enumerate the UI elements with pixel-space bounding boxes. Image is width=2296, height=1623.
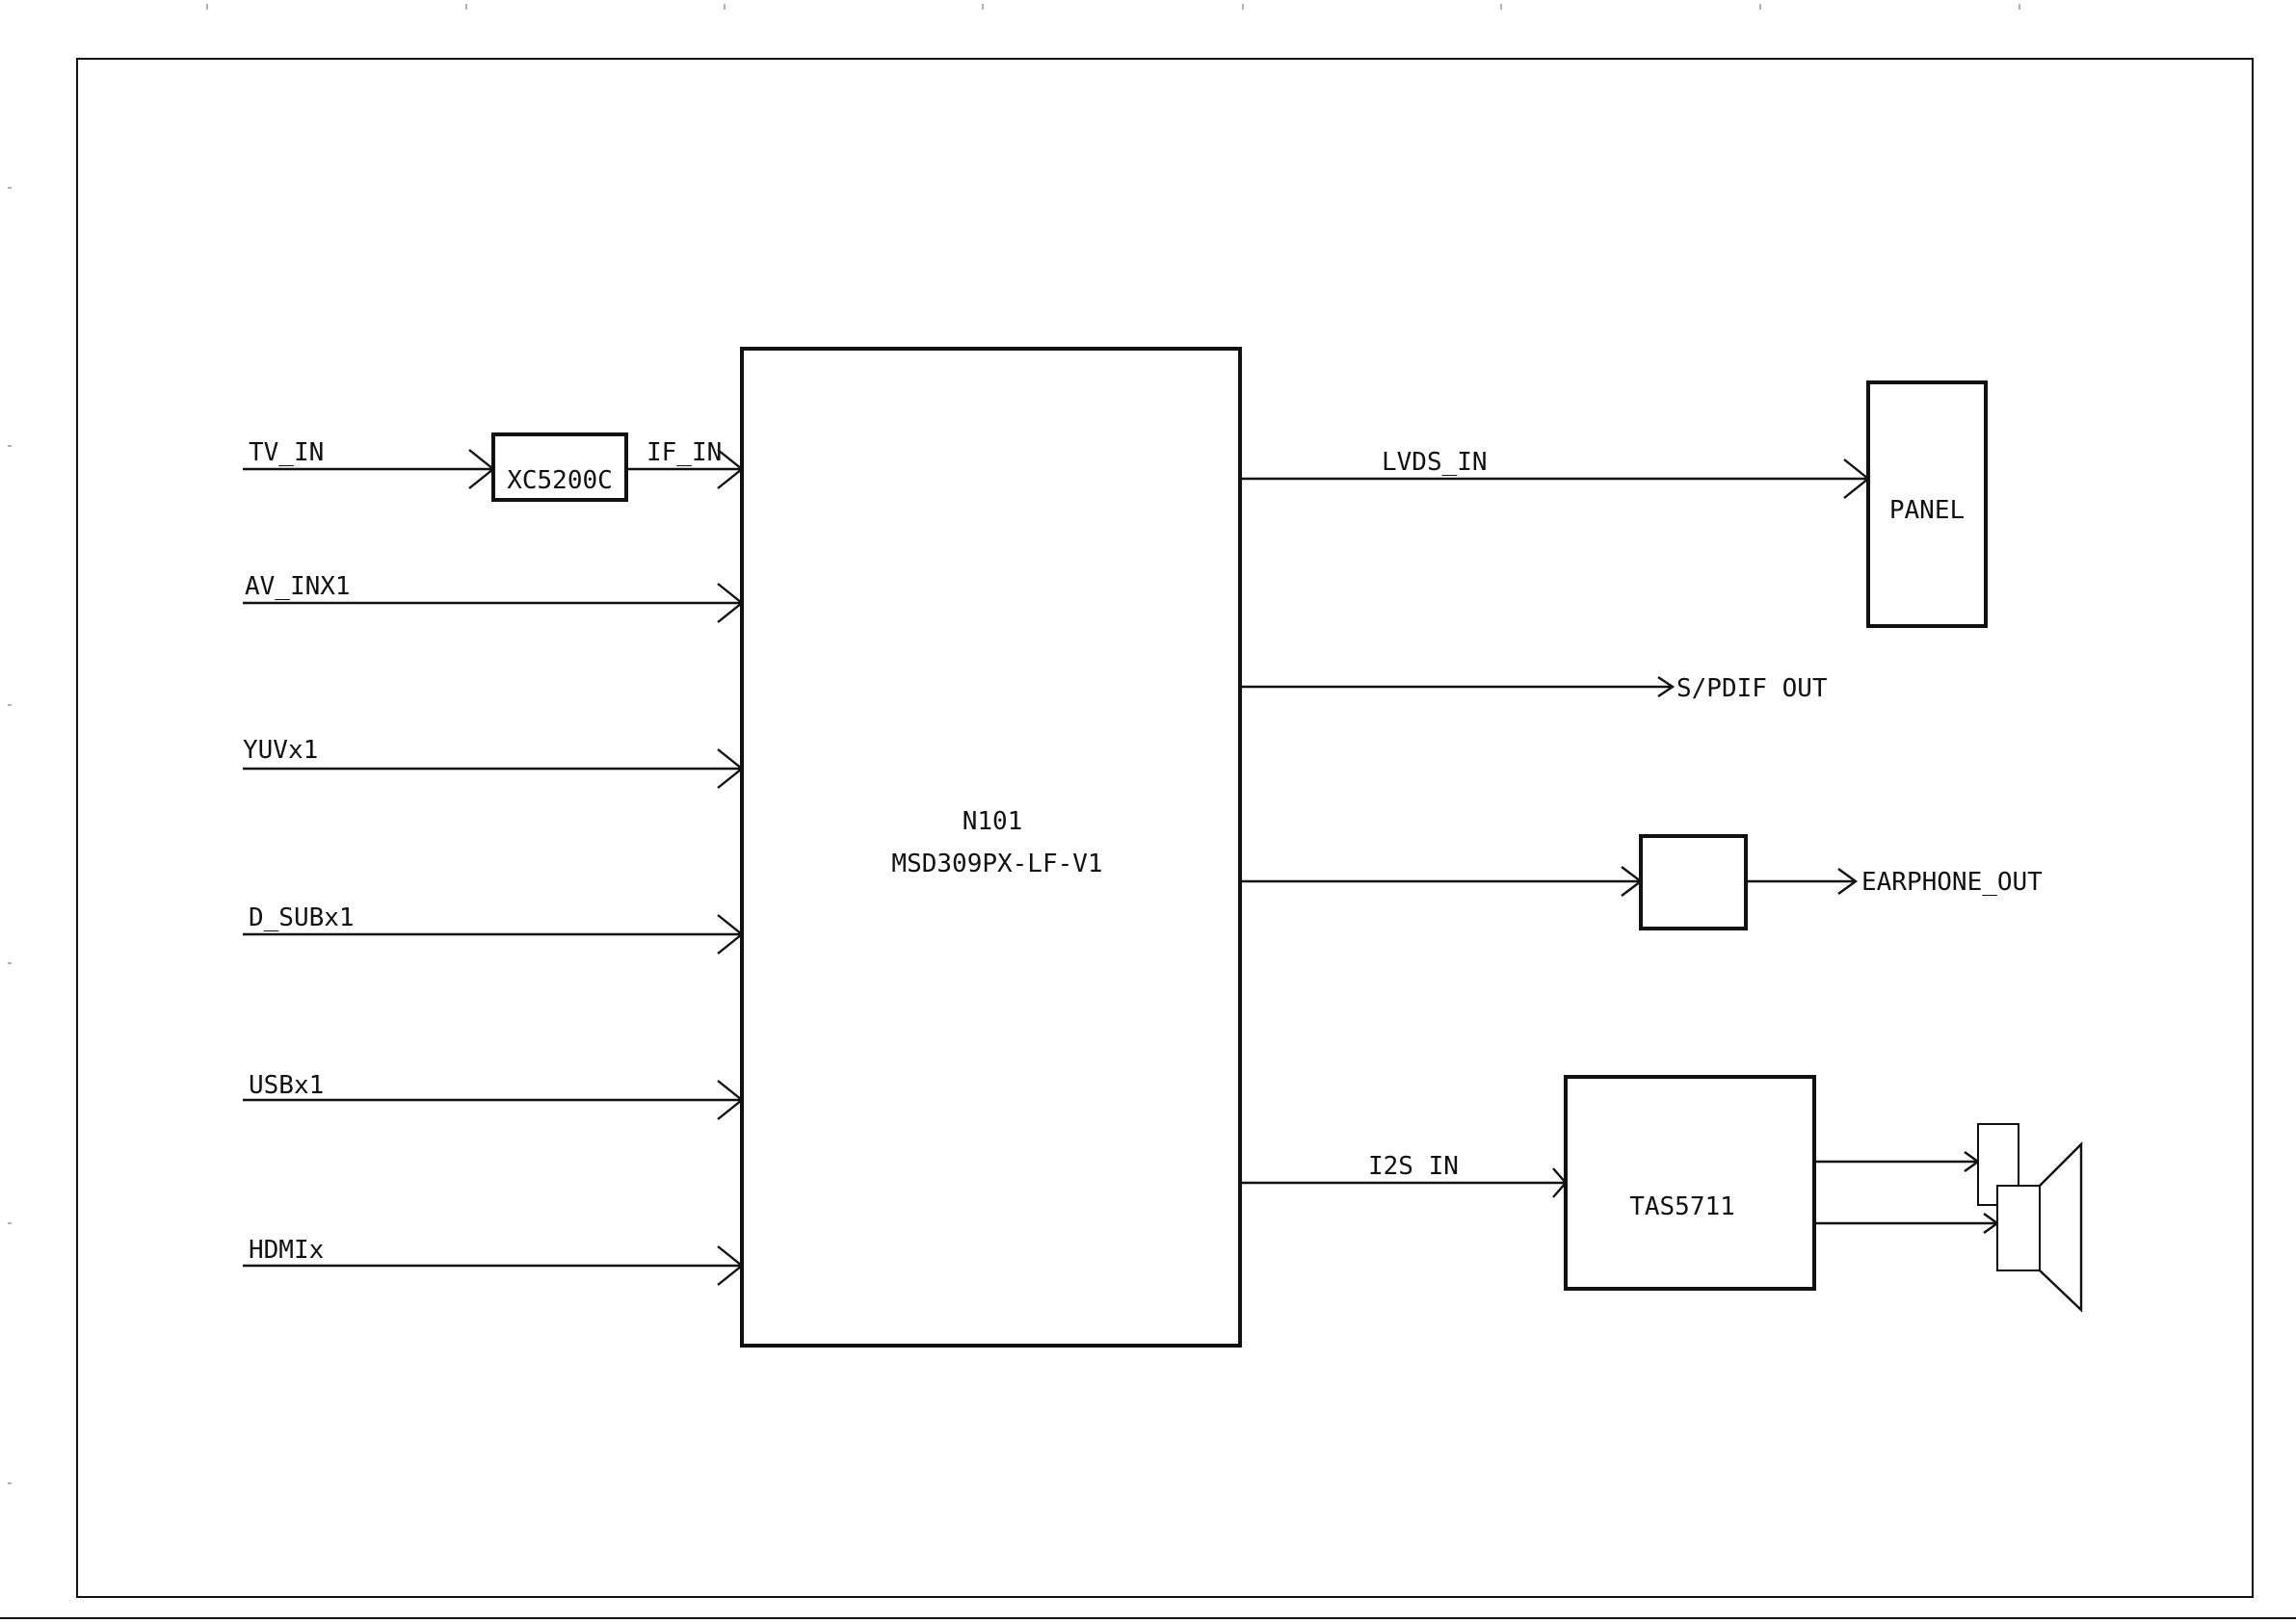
panel-label: PANEL <box>1889 496 1965 525</box>
main-chip-block: N101 MSD309PX-LF-V1 <box>742 349 1240 1346</box>
input-label-av-in: AV_INX1 <box>245 572 351 601</box>
i2s-label: I2S IN <box>1368 1152 1459 1181</box>
input-label-hdmi: HDMIx <box>249 1236 324 1265</box>
lvds-label: LVDS_IN <box>1382 448 1488 477</box>
amplifier-label: TAS5711 <box>1629 1192 1735 1221</box>
input-yuv: YUVx1 <box>243 736 742 788</box>
earphone-connection: EARPHONE_OUT <box>1240 836 2043 929</box>
main-chip-part: MSD309PX-LF-V1 <box>891 850 1102 878</box>
input-d-sub: D_SUBx1 <box>243 903 742 954</box>
input-label-d-sub: D_SUBx1 <box>249 903 355 932</box>
earphone-amp-block <box>1641 836 1746 929</box>
tuner-label: XC5200C <box>507 466 613 495</box>
i2s-connection: I2S IN <box>1240 1152 1566 1197</box>
earphone-label: EARPHONE_OUT <box>1861 868 2043 897</box>
spdif-connection: S/PDIF OUT <box>1240 674 1828 703</box>
speaker-connection <box>1814 1152 1997 1233</box>
input-label-usb: USBx1 <box>249 1071 324 1100</box>
input-label-tv-in: TV_IN <box>249 438 324 467</box>
panel-block: PANEL <box>1868 382 1986 626</box>
input-usb: USBx1 <box>243 1071 742 1119</box>
input-label-yuv: YUVx1 <box>243 736 318 765</box>
input-hdmi: HDMIx <box>243 1236 742 1285</box>
speaker-icon <box>1978 1124 2081 1310</box>
input-tv-in: TV_IN <box>243 438 493 488</box>
tuner-block: XC5200C <box>493 434 626 500</box>
main-chip-ref: N101 <box>963 807 1023 836</box>
spdif-label: S/PDIF OUT <box>1676 674 1828 703</box>
if-in-label: IF_IN <box>647 438 722 467</box>
lvds-connection: LVDS_IN <box>1240 448 1868 498</box>
amplifier-block: TAS5711 <box>1566 1077 1814 1289</box>
if-in-connection: IF_IN <box>626 438 742 488</box>
input-av-in: AV_INX1 <box>243 572 742 622</box>
